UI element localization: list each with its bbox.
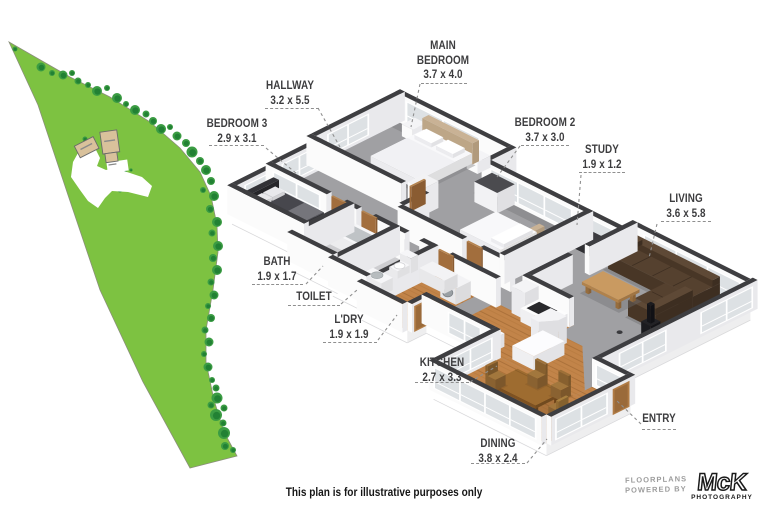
logo-tagline-line2: POWERED BY <box>625 484 688 495</box>
leader-bedroom-3 <box>265 147 298 175</box>
mck-photography-logo: FLOORPLANS POWERED BY McK PHOTOGRAPHY <box>625 468 760 505</box>
leader-bath <box>305 265 324 285</box>
leader-toilet <box>340 289 358 305</box>
room-label-dims: 3.7 x 3.0 <box>525 131 565 144</box>
driveway <box>71 150 152 208</box>
room-label-dims: 3.7 x 4.0 <box>423 69 463 81</box>
room-label-underline <box>642 428 676 430</box>
logo-brand-sub: PHOTOGRAPHY <box>691 494 753 501</box>
leader-hallway <box>317 107 341 148</box>
room-label-ldry: L'DRY 1.9 x 1.9 <box>329 313 368 342</box>
room-label-name: BEDROOM 3 <box>206 118 268 130</box>
leader-dining <box>526 438 548 464</box>
room-label-underline <box>471 462 525 464</box>
room-label-name: ENTRY <box>642 413 676 425</box>
room-label-dims: 3.2 x 5.5 <box>270 94 310 107</box>
room-label-name: KITCHEN <box>419 357 465 369</box>
room-label-underline <box>521 144 569 146</box>
room-label-dining: DINING 3.8 x 2.4 <box>478 437 517 466</box>
room-label-living: LIVING 3.6 x 5.8 <box>666 192 705 221</box>
logo-tagline-line1: FLOORPLANS <box>624 474 688 485</box>
room-label-underline <box>661 221 711 222</box>
leader-bedroom-2 <box>496 145 521 178</box>
room-label-entry: ENTRY <box>642 412 676 427</box>
laundry-bench <box>419 261 458 294</box>
room-label-underline <box>265 107 319 109</box>
walls-interior <box>242 133 638 328</box>
room-label-kitchen: KITCHEN 2.7 x 3.3 <box>420 356 465 385</box>
leader-main-bedroom <box>410 83 421 128</box>
room-label-main-bedroom: MAIN BEDROOM 3.7 x 4.0 <box>417 39 469 83</box>
room-label-dims: 2.9 x 3.1 <box>217 132 257 145</box>
main-bed <box>366 115 491 194</box>
leader-ldry <box>377 314 398 341</box>
room-label-dims: 2.7 x 3.3 <box>422 371 462 384</box>
furniture-bedrooms-living <box>366 115 731 337</box>
room-label-name: L'DRY <box>334 314 364 326</box>
room-label-name: BEDROOM <box>416 54 470 67</box>
room-label-toilet: TOILET <box>296 290 332 305</box>
room-label-name: BEDROOM 2 <box>514 117 576 129</box>
room-label-name: MAIN <box>430 40 456 52</box>
room-label-underline <box>209 145 264 146</box>
room-label-underline <box>288 304 340 306</box>
coffee-table <box>579 271 642 313</box>
building-garage <box>73 136 100 159</box>
room-label-name: TOILET <box>296 291 332 303</box>
toilet-fixture <box>389 249 418 279</box>
walls-front-right <box>428 277 758 446</box>
room-label-underline <box>323 341 377 343</box>
logo-brand: McK <box>695 468 749 497</box>
room-label-bath: BATH 1.9 x 1.7 <box>257 255 296 284</box>
walls-front-left <box>227 182 501 390</box>
room-label-dims: 1.9 x 1.7 <box>257 270 297 283</box>
room-label-bedroom-3: BEDROOM 3 2.9 x 3.1 <box>207 117 268 146</box>
room-label-underline <box>415 381 469 383</box>
room-label-dims: 3.6 x 5.8 <box>666 207 706 220</box>
room-label-hallway: HALLWAY 3.2 x 5.5 <box>266 79 314 108</box>
room-label-dims: 1.9 x 1.2 <box>582 158 622 171</box>
room-label-name: DINING <box>480 438 516 450</box>
leader-living <box>648 223 658 259</box>
disclaimer-text: This plan is for illustrative purposes o… <box>285 484 483 499</box>
leader-entry <box>615 399 642 425</box>
room-label-bedroom-2: BEDROOM 2 3.7 x 3.0 <box>515 116 576 145</box>
room-label-name: LIVING <box>669 193 703 205</box>
room-label-dims: 1.9 x 1.9 <box>329 328 369 341</box>
room-label-underline <box>252 283 303 285</box>
leader-study <box>576 174 582 226</box>
room-label-study: STUDY 1.9 x 1.2 <box>582 143 621 172</box>
room-label-underline <box>421 83 467 84</box>
room-label-dims: 3.8 x 2.4 <box>478 452 518 465</box>
leader-kitchen <box>469 365 498 383</box>
room-label-name: BATH <box>263 256 291 268</box>
room-label-name: STUDY <box>585 144 619 156</box>
room-label-name: HALLWAY <box>265 80 315 92</box>
dresser-bedroom2 <box>474 172 515 214</box>
room-label-underline <box>579 172 625 173</box>
building-residence <box>99 129 121 166</box>
